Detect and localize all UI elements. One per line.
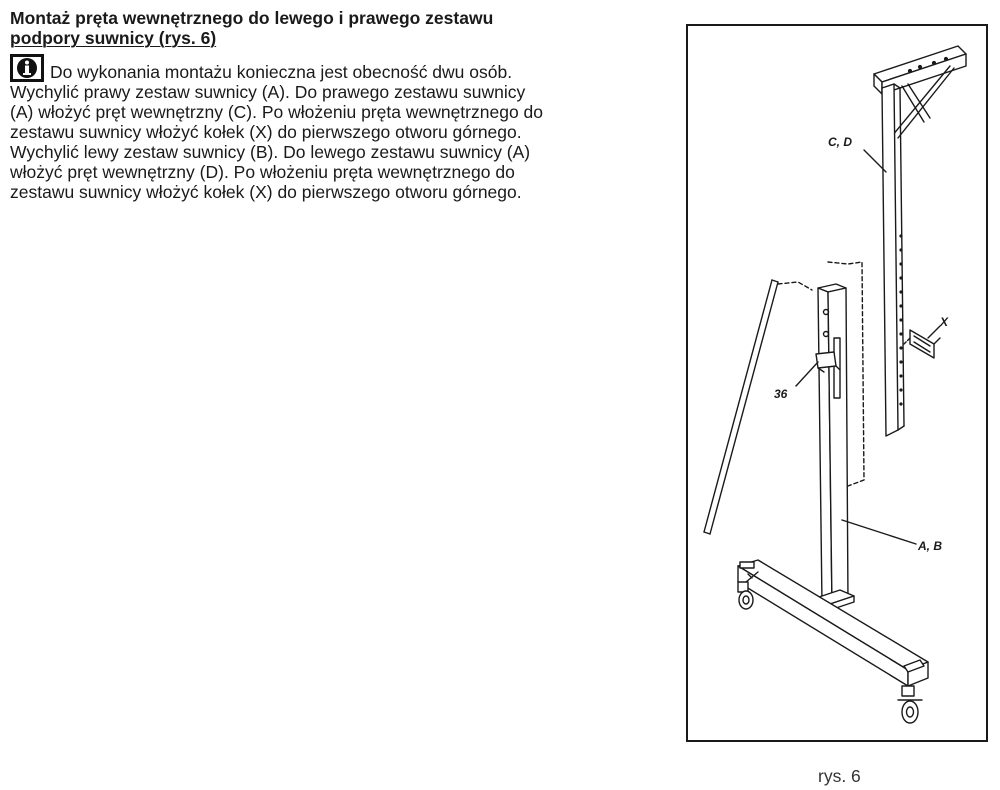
leader-ab (841, 519, 917, 545)
insertion-guide-dashed (827, 261, 865, 487)
instruction-line-7: zestawu suwnicy włożyć kołek (X) do pier… (10, 182, 522, 202)
main-column-ab (815, 283, 855, 611)
assembly-figure: C, D X 36 A, B (686, 24, 988, 742)
label-36: 36 (774, 387, 788, 401)
instructions-paragraph: Do wykonania montażu konieczna jest obec… (10, 54, 670, 202)
crane-assembly-drawing: C, D X 36 A, B (703, 45, 967, 724)
figure-caption: rys. 6 (818, 766, 861, 786)
label-cd: C, D (828, 135, 852, 149)
instruction-line-3: (A) włożyć pręt wewnętrzny (C). Po włoże… (10, 102, 543, 122)
instruction-line-6: włożyć pręt wewnętrzny (D). Po włożeniu … (10, 162, 515, 182)
instruction-line-4: zestawu suwnicy włożyć kołek (X) do pier… (10, 122, 522, 142)
leader-36 (795, 361, 819, 387)
pin-x (903, 329, 941, 359)
leader-x (927, 325, 941, 339)
label-x: X (939, 315, 949, 329)
instruction-line-5: Wychylić lewy zestaw suwnicy (B). Do lew… (10, 142, 531, 162)
caster-wheel-left (737, 581, 754, 610)
inner-bar-top-bracket (873, 45, 967, 139)
section-heading: Montaż pręta wewnętrznego do lewego i pr… (10, 8, 610, 48)
inner-bar-holes (899, 234, 903, 406)
diagonal-rod (703, 279, 813, 535)
label-ab: A, B (917, 539, 942, 553)
info-icon (10, 54, 44, 82)
instruction-line-1: Do wykonania montażu konieczna jest obec… (50, 62, 513, 82)
instruction-line-2: Wychylić prawy zestaw suwnicy (A). Do pr… (10, 82, 526, 102)
leader-cd (863, 149, 887, 173)
caster-wheel-right (897, 685, 923, 724)
inner-bar-cd (881, 83, 905, 437)
heading-line-1: Montaż pręta wewnętrznego do lewego i pr… (10, 8, 494, 28)
heading-line-2: podpory suwnicy (rys. 6) (10, 28, 217, 48)
